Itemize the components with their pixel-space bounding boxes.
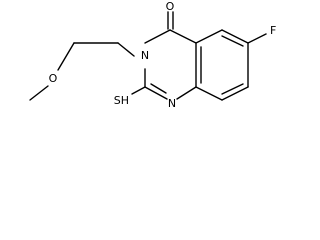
atom-label-ether-oxygen: O [49,72,58,85]
bond-c2-n1-1 [144,86,168,100]
bond-c4a-c5 [195,29,223,44]
bond-ch2-o [57,42,75,71]
bond-c2-n1-2 [150,83,167,94]
bond-n3-ch2 [117,42,135,57]
bond-n1-c8a [176,86,197,100]
molecule-structure-diagram: O F N N SH O [29,0,277,110]
bond-c7-c8-2 [221,83,244,95]
bond-c7-c8-1 [221,86,249,101]
atom-label-thiol: SH [114,94,129,107]
bond-c4-n3 [144,29,171,44]
bonds [29,11,267,101]
bond-c2-s [131,86,146,95]
atom-label-fluorine: F [270,24,276,37]
atom-labels: O F N N SH O [49,0,277,110]
bond-c4a-c4 [169,29,197,44]
bond-c8-c8a [195,86,223,101]
bond-c5-c6-1 [221,29,249,44]
atom-label-carbonyl-oxygen: O [166,0,175,13]
atom-label-nitrogen-3: N [141,49,149,62]
bond-c6-f [247,33,267,44]
bond-o-ch3 [29,85,49,101]
bond-c5-c6-2 [221,35,244,47]
atom-label-nitrogen-1: N [168,97,176,110]
